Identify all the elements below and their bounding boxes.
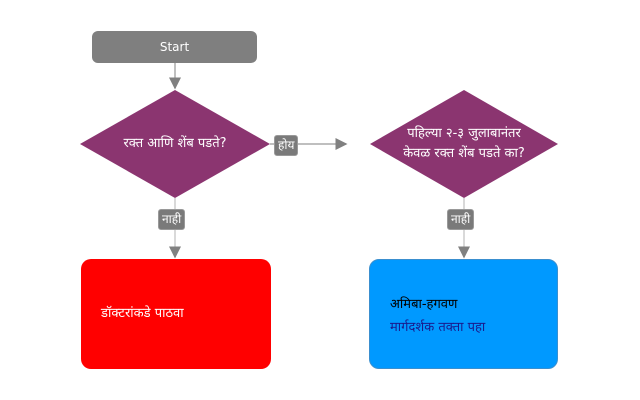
refer-doctor-box: डॉक्टरांकडे पाठवा [81,259,271,369]
decision2-diamond [370,90,558,198]
decision2-text: पहिल्या २-३ जुलाबानंतर केवळ रक्त शेंब पड… [370,124,558,164]
guide-chart-link[interactable]: मार्गदर्शक तक्ता पहा [390,320,486,335]
start-label: Start [159,40,190,54]
refer-doctor-text: डॉक्टरांकडे पाठवा [101,306,184,321]
no-label-1: नाही [158,209,186,230]
yes-label: होय [274,135,299,156]
decision1-text: रक्त आणि शेंब पडते? [123,136,227,151]
amoebic-title: अमिबा-हगवण [390,297,458,312]
start-node[interactable]: Start [92,31,257,63]
decision1-diamond [80,90,270,198]
decision2-line2: केवळ रक्त शेंब पडते का? [403,146,525,161]
decision2-line1: पहिल्या २-३ जुलाबानंतर [407,126,521,141]
amoebic-box: अमिबा-हगवण मार्गदर्शक तक्ता पहा [369,259,558,369]
no-label-2: नाही [447,209,475,230]
